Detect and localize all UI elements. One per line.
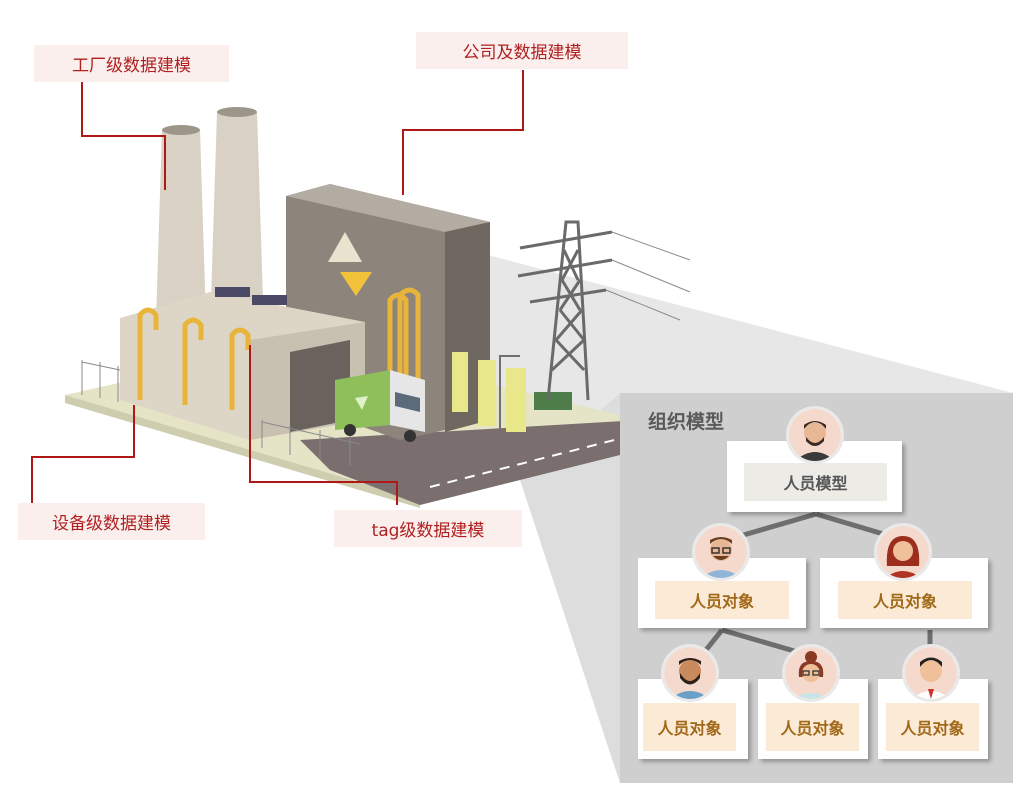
main-building-roof: [286, 184, 490, 232]
roof-vent-2: [252, 295, 287, 305]
org-node-l2-1-label: 人员对象: [655, 581, 789, 619]
leader-lines: [31, 70, 524, 505]
garbage-truck: [335, 370, 425, 442]
recycle-icon: [328, 232, 372, 296]
sign-board: [534, 392, 572, 410]
avatar-person-suit: [905, 647, 957, 699]
zoom-projection: [450, 245, 1013, 480]
callout-company-modeling: 公司及数据建模: [416, 32, 628, 69]
road: [300, 420, 640, 505]
power-tower: [517, 220, 613, 401]
power-lines: [605, 231, 691, 321]
avatar-root-person: [789, 409, 841, 461]
zoom-projection-lower: [520, 393, 620, 783]
leader-equipment: [31, 405, 135, 503]
callout-tag-modeling: tag级数据建模: [334, 510, 522, 547]
leader-tag: [249, 345, 398, 505]
callout-equipment-modeling: 设备级数据建模: [18, 503, 205, 540]
chimney-right: [211, 107, 263, 300]
chimney-left: [156, 125, 206, 320]
avatar-person-red-hair: [877, 526, 929, 578]
org-node-l3-1-label: 人员对象: [643, 703, 736, 751]
roof-vent-1: [215, 287, 250, 297]
org-node-l3-3-label: 人员对象: [886, 703, 979, 751]
street-lamp: [499, 355, 520, 430]
yellow-tanks: [452, 352, 526, 432]
yellow-pipes: [137, 287, 421, 410]
avatar-person-bun-glasses: [785, 647, 837, 699]
org-node-l3-2-label: 人员对象: [766, 703, 859, 751]
fence: [81, 360, 361, 466]
avatar-person-bearded: [664, 647, 716, 699]
org-root-label: 人员模型: [744, 463, 887, 501]
org-model-title: 组织模型: [648, 411, 725, 433]
org-node-l2-2-label: 人员对象: [838, 581, 972, 619]
avatar-person-glasses: [695, 526, 747, 578]
leader-factory: [81, 82, 166, 190]
leader-company: [402, 70, 524, 195]
ground-edge: [65, 395, 420, 508]
callout-factory-modeling: 工厂级数据建模: [34, 45, 229, 82]
